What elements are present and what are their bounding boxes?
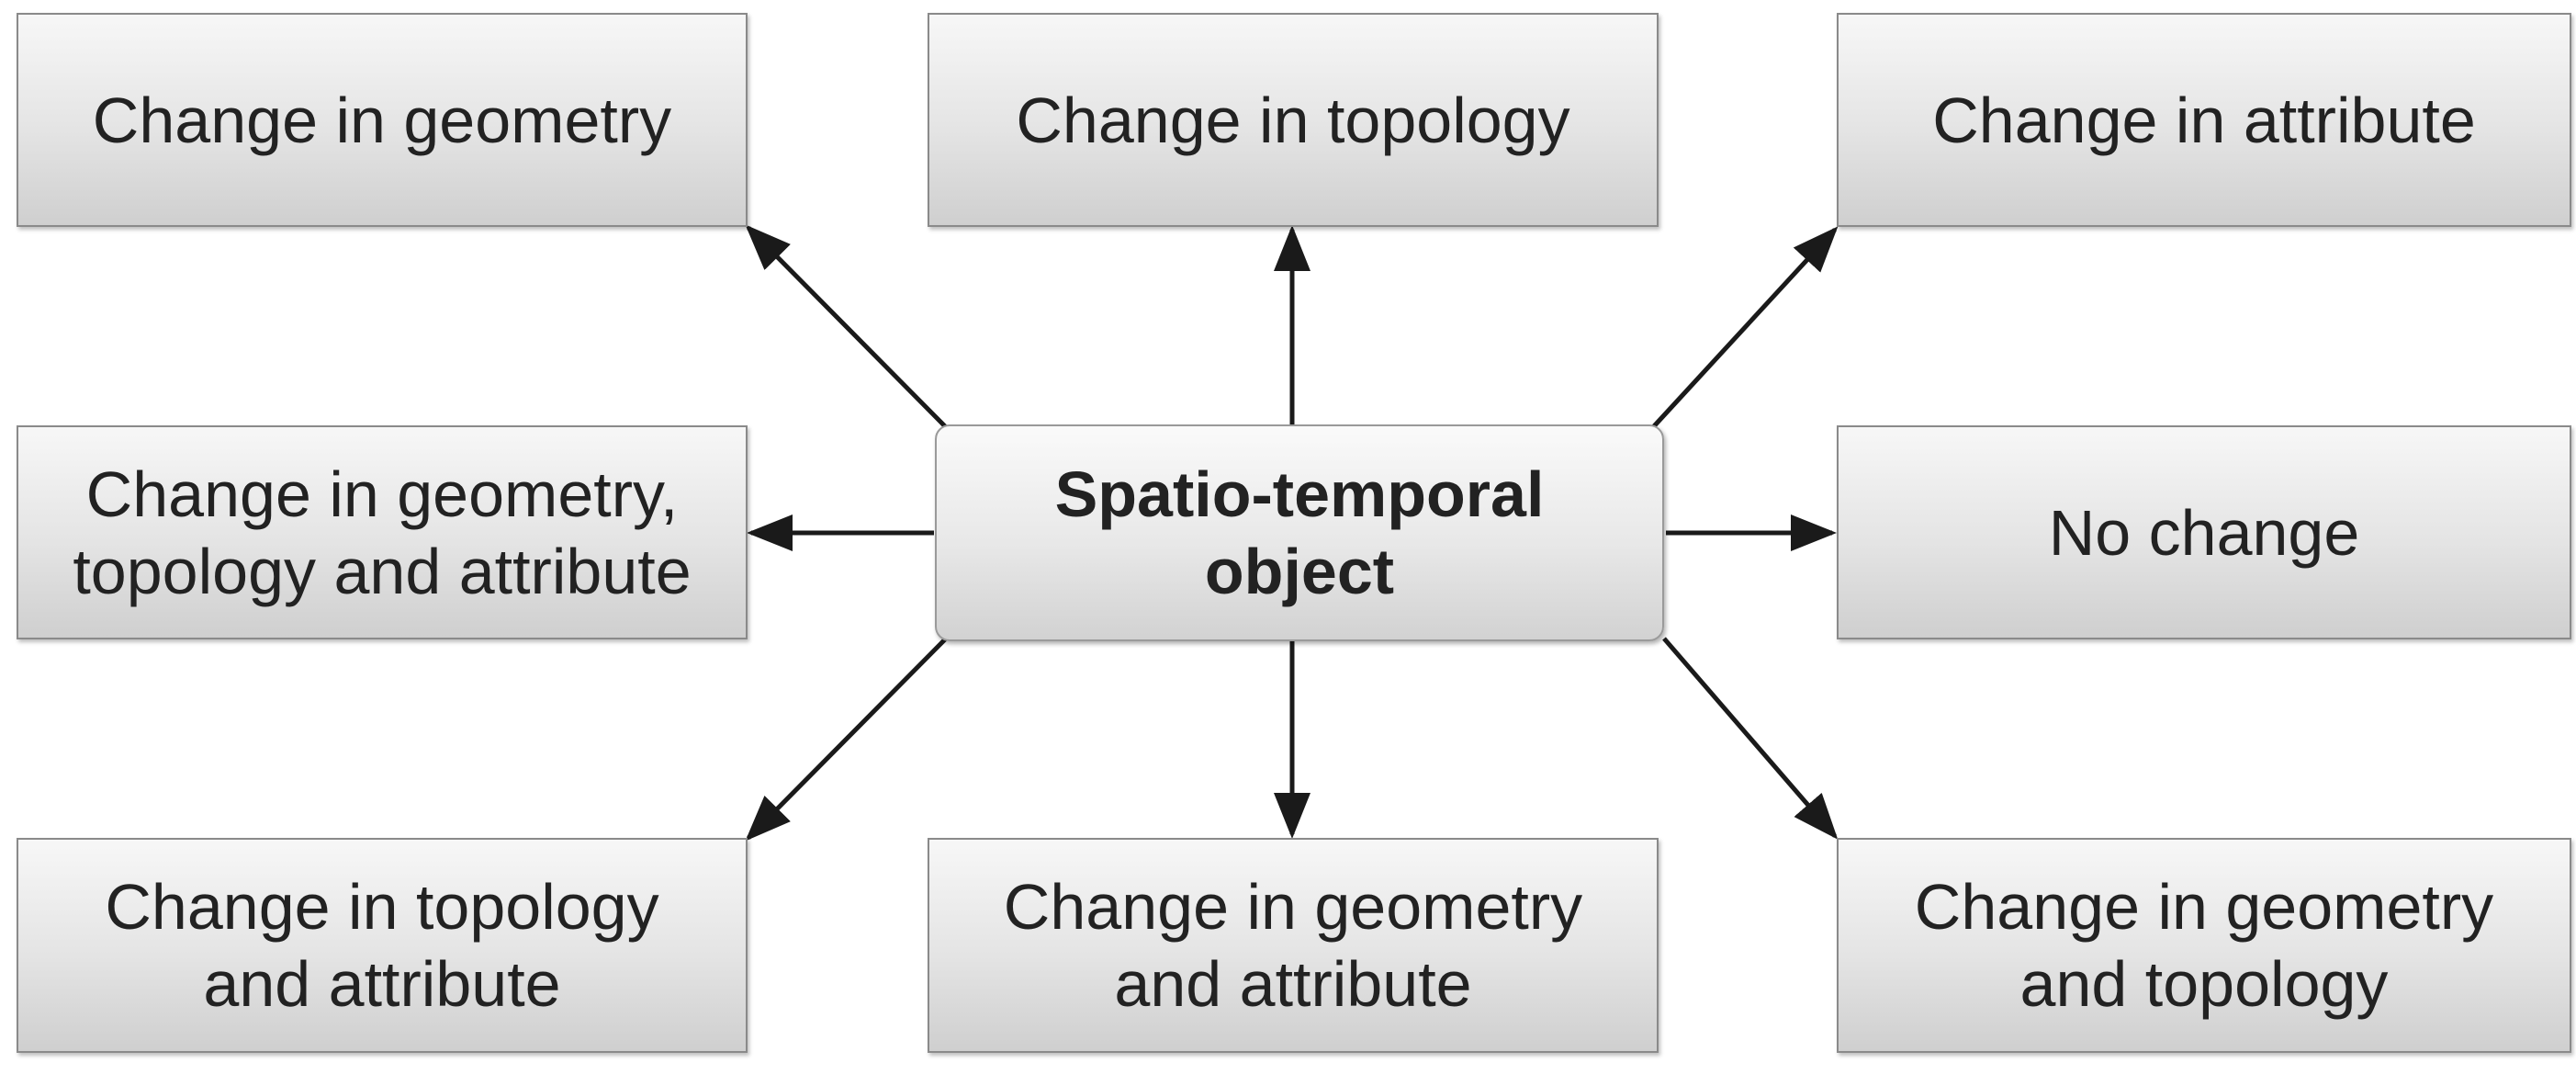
node-no-change: No change [1837,425,2571,639]
center-node-spatio-temporal-object: Spatio-temporal object [935,424,1664,641]
node-change-in-geometry-and-topology: Change in geometry and topology [1837,838,2571,1053]
node-change-in-attribute: Change in attribute [1837,13,2571,227]
node-change-in-topology: Change in topology [928,13,1659,227]
node-label: Change in geometry [92,84,672,156]
arrow-to-topology-attribute [745,637,948,842]
node-label: Change in geometry, topology and attribu… [73,458,692,607]
node-label: No change [2048,496,2360,569]
node-change-in-geometry-and-attribute: Change in geometry and attribute [928,838,1659,1053]
node-change-in-topology-and-attribute: Change in topology and attribute [17,838,748,1053]
arrow-to-attribute [1651,226,1839,429]
node-label: Change in topology and attribute [105,871,659,1020]
arrow-to-geometry-topology [1662,637,1839,840]
node-label: Change in geometry and attribute [1003,871,1583,1020]
center-label: Spatio-temporal object [1054,458,1545,607]
node-label: Change in geometry and topology [1914,871,2494,1020]
node-label: Change in attribute [1932,84,2476,156]
node-label: Change in topology [1016,84,1570,156]
node-change-in-geometry-topology-attribute: Change in geometry, topology and attribu… [17,425,748,639]
node-change-in-geometry: Change in geometry [17,13,748,227]
arrow-to-geometry [745,224,948,429]
